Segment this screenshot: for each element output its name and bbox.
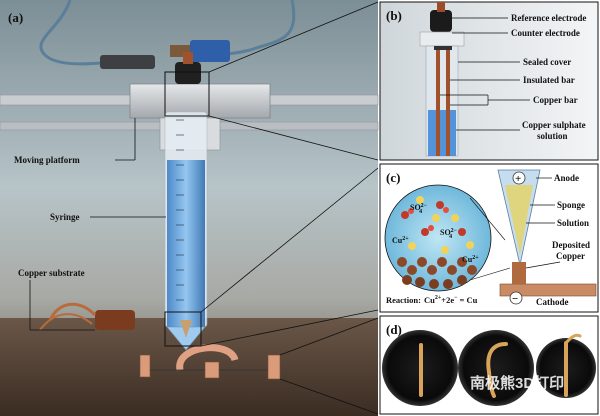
panel-d-label: (d)	[386, 322, 402, 337]
panel-c-label: (c)	[386, 170, 400, 185]
panel-b: (b) Reference electrode Counter electrod…	[379, 1, 599, 161]
copper-sulphate-label-1: Copper sulphate	[522, 120, 586, 130]
sample-disc-2	[458, 330, 534, 406]
syringe-label: Syringe	[50, 212, 80, 222]
copper-ion-label-2: Cu2+	[462, 255, 479, 264]
moving-platform-label: Moving platform	[14, 155, 80, 165]
sulfate-ion-label-2: SO2−4	[440, 228, 458, 240]
counter-electrode-label: Counter electrode	[511, 28, 580, 38]
cathode-minus-sign: −	[512, 293, 518, 305]
copper-substrate-label: Copper substrate	[18, 268, 85, 278]
panel-c: + − SO2−4 SO2−4 Cu2+ Cu2+	[379, 163, 599, 313]
copper-sulphate-label-2: solution	[537, 131, 568, 141]
anode-plus-sign: +	[515, 173, 521, 185]
watermark: 南极熊3D打印	[470, 374, 564, 392]
anode-label: Anode	[554, 173, 579, 183]
solution-label: Solution	[557, 218, 589, 228]
reference-electrode-label: Reference electrode	[511, 13, 586, 23]
insulated-bar-label: Insulated bar	[523, 75, 575, 85]
copper-ion-label-1: Cu2+	[392, 236, 409, 245]
panel-d: (d) 南极熊3D打印	[379, 315, 599, 415]
sulfate-ion-label-1: SO2−4	[410, 203, 428, 215]
panel-a-label: (a)	[8, 10, 23, 25]
panel-a: (a) Moving platform Syringe Copper subst…	[0, 0, 379, 416]
copper-substrate	[95, 310, 135, 330]
deposited-copper-label-1: Deposited	[552, 240, 590, 250]
copper-bar-label: Copper bar	[533, 95, 578, 105]
cathode-label: Cathode	[536, 297, 569, 307]
panel-b-label: (b)	[386, 8, 402, 23]
reaction-equation: Reaction:Cu2++2e−= Cu	[386, 295, 478, 305]
deposited-copper-label-2: Copper	[556, 251, 585, 261]
ion-particles	[401, 196, 474, 254]
copper-particles	[397, 257, 477, 289]
zoom-box-b	[164, 71, 210, 117]
sealed-cover-label: Sealed cover	[523, 57, 571, 67]
zoom-box-c	[164, 311, 202, 347]
sponge-label: Sponge	[557, 200, 585, 210]
syringe-solution	[167, 160, 205, 327]
